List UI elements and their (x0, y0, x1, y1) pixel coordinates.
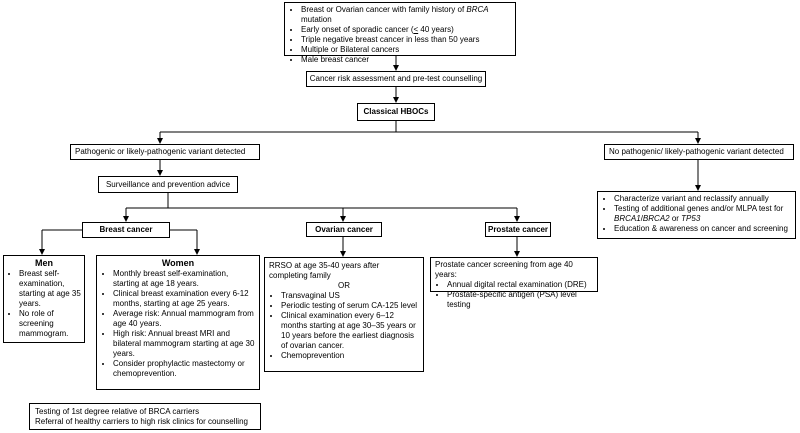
or-text: OR (338, 281, 350, 290)
criteria-box: Breast or Ovarian cancer with family his… (284, 2, 516, 64)
prostate-detail-box: Prostate cancer screening from age 40 ye… (430, 257, 598, 309)
women-box: Women Monthly breast self-examination, s… (96, 255, 260, 390)
criteria-item: Triple negative breast cancer in less th… (301, 35, 511, 45)
relatives-box: Testing of 1st degree relative of BRCA c… (29, 403, 261, 430)
women-title: Women (161, 258, 195, 268)
ovarian-cancer-label: Ovarian cancer (315, 225, 373, 234)
ovarian-item: Clinical examination every 6–12 months s… (281, 311, 419, 351)
pathogenic-box: Pathogenic or likely-pathogenic variant … (70, 144, 260, 160)
risk-assessment-box: Cancer risk assessment and pre-test coun… (306, 71, 486, 87)
criteria-item: Multiple or Bilateral cancers (301, 45, 511, 55)
rrso-text: RRSO at age 35-40 years after completing… (269, 261, 380, 280)
classical-hbocs-box: Classical HBOCs (357, 103, 435, 121)
criteria-item: Male breast cancer (301, 55, 511, 65)
ovarian-cancer-box: Ovarian cancer (306, 222, 382, 237)
surveillance-label: Surveillance and prevention advice (105, 180, 231, 189)
women-item: Average risk: Annual mammogram from age … (113, 309, 255, 329)
ovarian-item: Transvaginal US (281, 291, 419, 301)
risk-assessment-label: Cancer risk assessment and pre-test coun… (309, 74, 483, 83)
relatives-line2: Referral of healthy carriers to high ris… (35, 417, 248, 426)
action-item: Testing of additional genes and/or MLPA … (614, 204, 791, 224)
no-pathogenic-label: No pathogenic/ likely-pathogenic variant… (609, 147, 784, 156)
classical-hbocs-label: Classical HBOCs (363, 107, 429, 116)
women-item: High risk: Annual breast MRI and bilater… (113, 329, 255, 359)
men-box: Men Breast self-examination, starting at… (3, 255, 85, 343)
women-item: Clinical breast examination every 6-12 m… (113, 289, 255, 309)
breast-cancer-label: Breast cancer (99, 225, 153, 234)
prostate-item: Annual digital rectal examination (DRE) (447, 280, 593, 290)
pathogenic-label: Pathogenic or likely-pathogenic variant … (75, 147, 246, 156)
criteria-item: Breast or Ovarian cancer with family his… (301, 5, 511, 25)
surveillance-box: Surveillance and prevention advice (98, 176, 238, 193)
action-item: Education & awareness on cancer and scre… (614, 224, 791, 234)
ovarian-item: Chemoprevention (281, 351, 419, 361)
criteria-item: Early onset of sporadic cancer (< 40 yea… (301, 25, 511, 35)
prostate-intro: Prostate cancer screening from age 40 ye… (435, 260, 573, 279)
no-pathogenic-box: No pathogenic/ likely-pathogenic variant… (604, 144, 794, 160)
men-item: Breast self-examination, starting at age… (19, 269, 81, 309)
women-item: Consider prophylactic mastectomy or chem… (113, 359, 255, 379)
men-title: Men (35, 258, 53, 268)
women-item: Monthly breast self-examination, startin… (113, 269, 255, 289)
relatives-line1: Testing of 1st degree relative of BRCA c… (35, 407, 200, 416)
no-pathogenic-actions-box: Characterize variant and reclassify annu… (597, 191, 796, 239)
ovarian-item: Periodic testing of serum CA-125 level (281, 301, 419, 311)
prostate-cancer-box: Prostate cancer (485, 222, 551, 237)
prostate-cancer-label: Prostate cancer (487, 225, 549, 234)
ovarian-detail-box: RRSO at age 35-40 years after completing… (264, 257, 424, 372)
action-item: Characterize variant and reclassify annu… (614, 194, 791, 204)
prostate-item: Prostate-specific antigen (PSA) level te… (447, 290, 593, 310)
men-item: No role of screening mammogram. (19, 309, 81, 339)
breast-cancer-box: Breast cancer (82, 222, 170, 238)
